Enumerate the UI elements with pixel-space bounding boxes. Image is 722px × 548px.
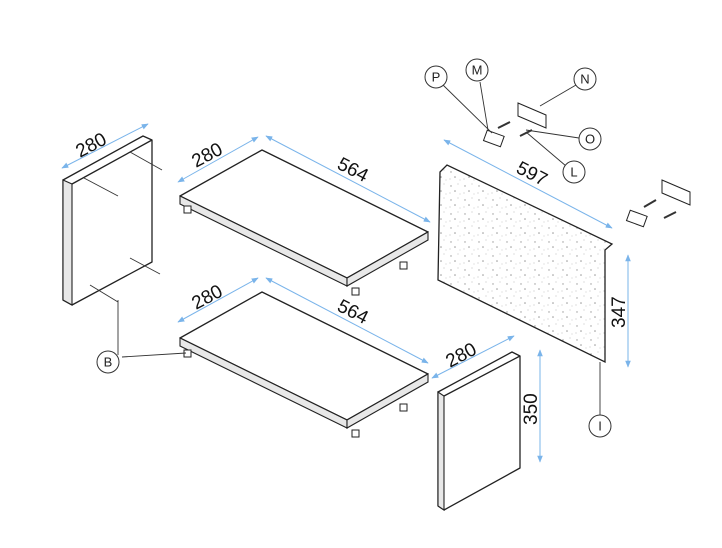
svg-text:L: L	[570, 165, 577, 180]
callout-l: L	[562, 160, 586, 184]
svg-text:B: B	[104, 355, 113, 370]
svg-text:O: O	[585, 132, 595, 147]
bottom-shelf	[121, 291, 429, 438]
side-panel	[62, 135, 163, 355]
dim-bottom-shelf-depth: 280	[188, 281, 226, 314]
callout-p: P	[424, 65, 448, 89]
top-shelf	[179, 149, 429, 296]
dimension-lines	[61, 123, 631, 463]
callout-o: O	[578, 127, 602, 151]
dim-door-width: 280	[442, 339, 480, 372]
dim-back-panel-height: 347	[609, 296, 630, 328]
callout-b: B	[96, 350, 120, 374]
svg-text:I: I	[598, 419, 602, 434]
callout-i: I	[588, 414, 612, 438]
dim-door-height: 350	[521, 393, 542, 425]
dim-bottom-shelf-width: 564	[334, 296, 372, 329]
callout-n: N	[573, 67, 597, 91]
callout-m: M	[465, 58, 489, 82]
dim-top-shelf-depth: 280	[188, 139, 226, 172]
dim-top-shelf-width: 564	[334, 154, 372, 187]
svg-text:P: P	[432, 70, 441, 85]
svg-text:M: M	[472, 63, 483, 78]
door-panel	[437, 351, 521, 512]
dim-back-panel-width: 597	[513, 158, 551, 191]
svg-text:N: N	[580, 72, 589, 87]
